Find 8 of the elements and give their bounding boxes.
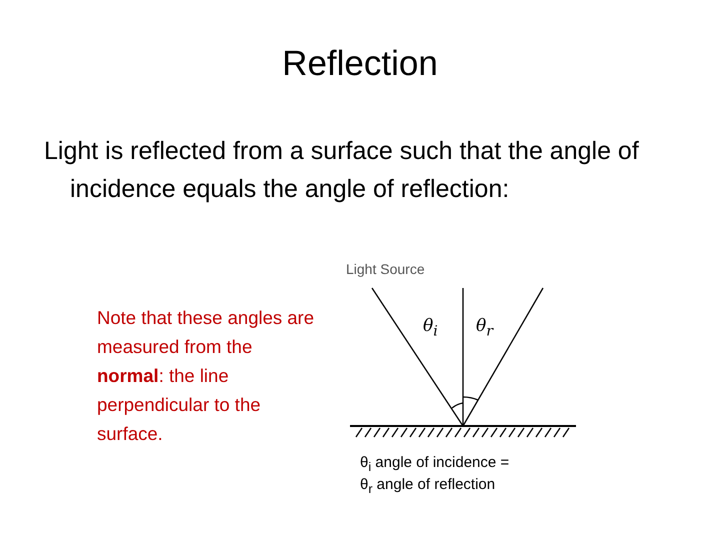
slide-title: Reflection	[281, 44, 439, 84]
legend-text: θ$_{r}$ angle of reflection	[360, 476, 496, 498]
angle-symbol: θ$_{r}$	[476, 316, 494, 342]
body-text: Light is reflected from a surface such that the angle of incidence equals the angle of reflection:	[44, 136, 640, 205]
note-text: Note that these angles are measured from the normal: the line perpendicular to the surface.	[97, 306, 316, 446]
diagram-label: Light Source	[346, 261, 425, 278]
angle-symbol: θ$_{i}$	[423, 316, 438, 342]
legend-text: θ$_{i}$ angle of incidence =	[360, 454, 510, 476]
